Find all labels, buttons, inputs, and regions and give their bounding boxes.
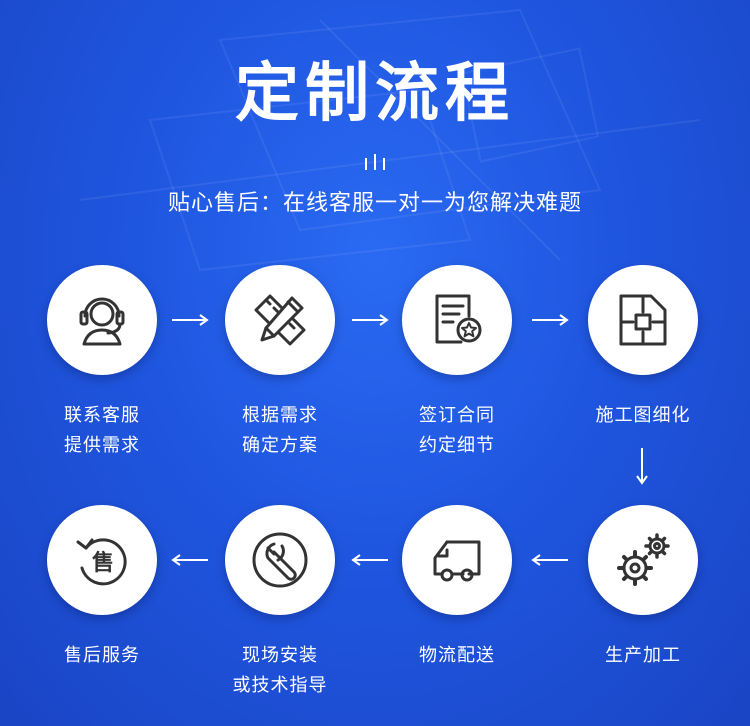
step-circle: [225, 505, 335, 615]
contract-icon: [435, 294, 482, 344]
step-construction-drawing: 施工图细化: [573, 265, 713, 431]
step-label-line2: 或技术指导: [232, 675, 328, 696]
arrow-left-icon: [531, 554, 568, 566]
step-contact-service: 联系客服 提供需求: [32, 265, 172, 461]
step-label-line1: 物流配送: [419, 645, 495, 666]
step-logistics: 物流配送: [387, 505, 527, 671]
floor-plan-icon: [619, 294, 667, 346]
step-production: 生产加工: [573, 505, 713, 671]
wrench-icon: [252, 532, 308, 588]
step-label-line1: 售后服务: [64, 645, 140, 666]
arrow-right-icon: [532, 314, 569, 326]
step-after-sales: 售 售后服务: [32, 505, 172, 671]
after-sales-glyph: 售: [92, 550, 114, 576]
step-label-line1: 根据需求: [242, 405, 318, 426]
arrow-right-icon: [172, 314, 209, 326]
step-label-line2: 约定细节: [419, 435, 495, 456]
step-circle: 售: [47, 505, 157, 615]
arrow-right-icon: [352, 314, 389, 326]
step-label-line1: 联系客服: [64, 405, 140, 426]
step-label-line2: 提供需求: [64, 435, 140, 456]
arrow-down-icon: [636, 448, 648, 485]
step-circle: [402, 265, 512, 375]
ruler-pencil-icon: [254, 294, 306, 346]
step-label-line1: 施工图细化: [595, 405, 691, 426]
after-sales-icon: 售: [76, 538, 127, 586]
gears-icon: [617, 533, 670, 586]
arrow-left-icon: [351, 554, 388, 566]
step-circle: [588, 265, 698, 375]
step-label-line1: 签订合同: [419, 405, 495, 426]
step-sign-contract: 签订合同 约定细节: [387, 265, 527, 461]
step-label-line2: 确定方案: [242, 435, 318, 456]
step-installation: 现场安装 或技术指导: [210, 505, 350, 701]
page-title: 定制流程: [235, 57, 515, 131]
headset-icon: [79, 297, 125, 346]
step-circle: [588, 505, 698, 615]
step-circle: [47, 265, 157, 375]
arrow-left-icon: [171, 554, 208, 566]
page-subtitle: 贴心售后：在线客服一对一为您解决难题: [167, 191, 582, 216]
step-label-line1: 生产加工: [605, 645, 681, 666]
step-circle: [402, 505, 512, 615]
step-circle: [225, 265, 335, 375]
truck-icon: [433, 540, 481, 582]
step-confirm-plan: 根据需求 确定方案: [210, 265, 350, 461]
title-divider-icon: [365, 154, 385, 170]
step-label-line1: 现场安装: [242, 645, 318, 666]
